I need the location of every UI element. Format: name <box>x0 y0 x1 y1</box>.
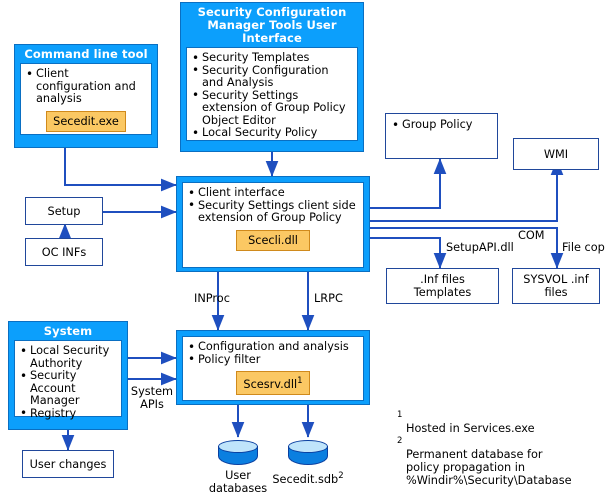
box-setup[interactable]: Setup <box>25 197 103 225</box>
box-scecli[interactable]: Client interface Security Settings clien… <box>176 176 370 272</box>
box-scesrv[interactable]: Configuration and analysis Policy filter… <box>176 330 370 405</box>
oc-infs-label: OC INFs <box>41 245 87 259</box>
box-inf-files-templates[interactable]: .Inf files Templates <box>386 268 499 304</box>
box-wmi[interactable]: WMI <box>513 138 599 170</box>
command-line-tool-list: Client configuration and analysis <box>26 67 146 106</box>
list-item: Local Security Policy <box>192 126 352 140</box>
box-sysvol-inf-files[interactable]: SYSVOL .inf files <box>512 268 600 304</box>
wmi-label: WMI <box>543 147 569 161</box>
database-icon-secedit-sdb <box>288 440 328 470</box>
box-oc-infs[interactable]: OC INFs <box>25 238 103 266</box>
label-system-apis: System APIs <box>130 385 174 411</box>
cylinder-top <box>288 440 328 453</box>
footnote-2-text: Permanent database for policy propagatio… <box>406 448 572 487</box>
chip-secedit-exe[interactable]: Secedit.exe <box>46 110 126 132</box>
secedit-sdb-label: Secedit.sdb <box>272 472 339 486</box>
box-user-changes[interactable]: User changes <box>22 450 114 478</box>
database-icon-user-databases <box>218 440 258 470</box>
secedit-sdb-footnote-marker: 2 <box>338 471 344 481</box>
scesrv-body: Configuration and analysis Policy filter… <box>182 336 364 401</box>
scesrv-list: Configuration and analysis Policy filter <box>188 340 358 367</box>
label-setupapi-dll: SetupAPI.dll <box>446 241 514 254</box>
list-item: Security Configuration and Analysis <box>192 64 352 90</box>
scm-tools-ui-header: Security Configuration Manager Tools Use… <box>197 5 347 45</box>
list-item: Security Settings client side extension … <box>188 199 358 225</box>
footnote-2-marker: 2 <box>397 436 403 446</box>
footnote-1-marker: 1 <box>397 410 403 420</box>
list-item: Security Settings extension of Group Pol… <box>192 89 352 128</box>
footnote-1-text: Hosted in Services.exe <box>406 422 535 435</box>
user-changes-label: User changes <box>29 457 107 471</box>
label-inproc: INProc <box>194 292 230 305</box>
list-item: Registry <box>20 407 116 421</box>
box-system[interactable]: System Local Security Authority Security… <box>8 321 128 430</box>
group-policy-list: Group Policy <box>392 118 472 132</box>
chip-scesrv-label: Scesrv.dll <box>243 377 298 391</box>
box-scm-tools-ui[interactable]: Security Configuration Manager Tools Use… <box>180 2 364 152</box>
box-command-line-tool[interactable]: Command line tool Client configuration a… <box>14 44 158 148</box>
label-file-copy: File copy <box>562 241 605 254</box>
command-line-tool-header: Command line tool <box>24 47 148 61</box>
cylinder-top <box>218 440 258 453</box>
command-line-tool-body: Client configuration and analysis Secedi… <box>20 63 152 135</box>
database-caption-user-databases: User databases <box>208 469 268 495</box>
label-com: COM <box>518 229 545 242</box>
list-item: Client interface <box>188 186 358 200</box>
box-group-policy[interactable]: Group Policy <box>385 113 498 159</box>
sysvol-inf-label: SYSVOL .inf files <box>523 273 589 299</box>
setup-label: Setup <box>47 204 81 218</box>
list-item: Local Security Authority <box>20 344 116 370</box>
list-item: Group Policy <box>392 118 472 132</box>
chip-scecli-dll[interactable]: Scecli.dll <box>236 229 310 251</box>
list-item: Security Account Manager <box>20 369 116 408</box>
system-list: Local Security Authority Security Accoun… <box>20 344 116 421</box>
database-caption-secedit-sdb: Secedit.sdb2 <box>268 470 348 486</box>
system-body: Local Security Authority Security Accoun… <box>14 340 122 421</box>
list-item: Policy filter <box>188 353 358 367</box>
scecli-list: Client interface Security Settings clien… <box>188 186 358 225</box>
chip-scesrv-dll[interactable]: Scesrv.dll1 <box>236 371 310 395</box>
scecli-body: Client interface Security Settings clien… <box>182 182 364 268</box>
list-item: Configuration and analysis <box>188 340 358 354</box>
inf-files-label: .Inf files Templates <box>413 273 472 299</box>
scm-tools-ui-body: Security Templates Security Configuratio… <box>186 47 358 141</box>
list-item: Security Templates <box>192 51 352 65</box>
label-lrpc: LRPC <box>314 292 343 305</box>
system-header: System <box>43 324 93 338</box>
chip-scesrv-footnote-marker: 1 <box>297 376 303 386</box>
scm-tools-ui-list: Security Templates Security Configuratio… <box>192 51 352 140</box>
list-item: Client configuration and analysis <box>26 67 146 106</box>
